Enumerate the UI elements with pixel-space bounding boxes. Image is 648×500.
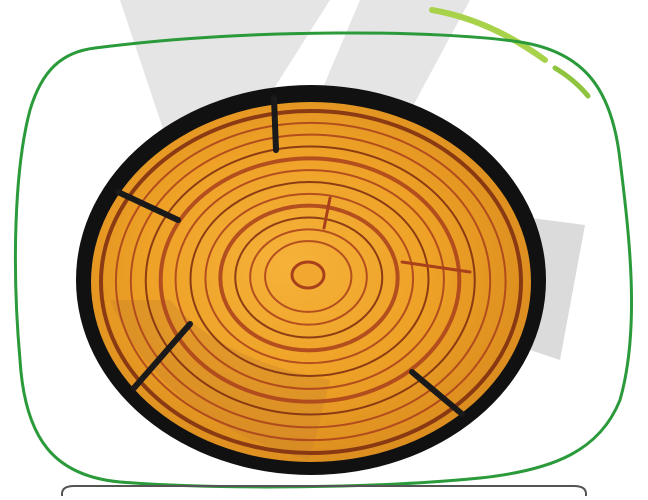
leaf-stroke-2 xyxy=(555,68,588,96)
crack-top xyxy=(274,98,276,150)
pith xyxy=(292,262,324,288)
